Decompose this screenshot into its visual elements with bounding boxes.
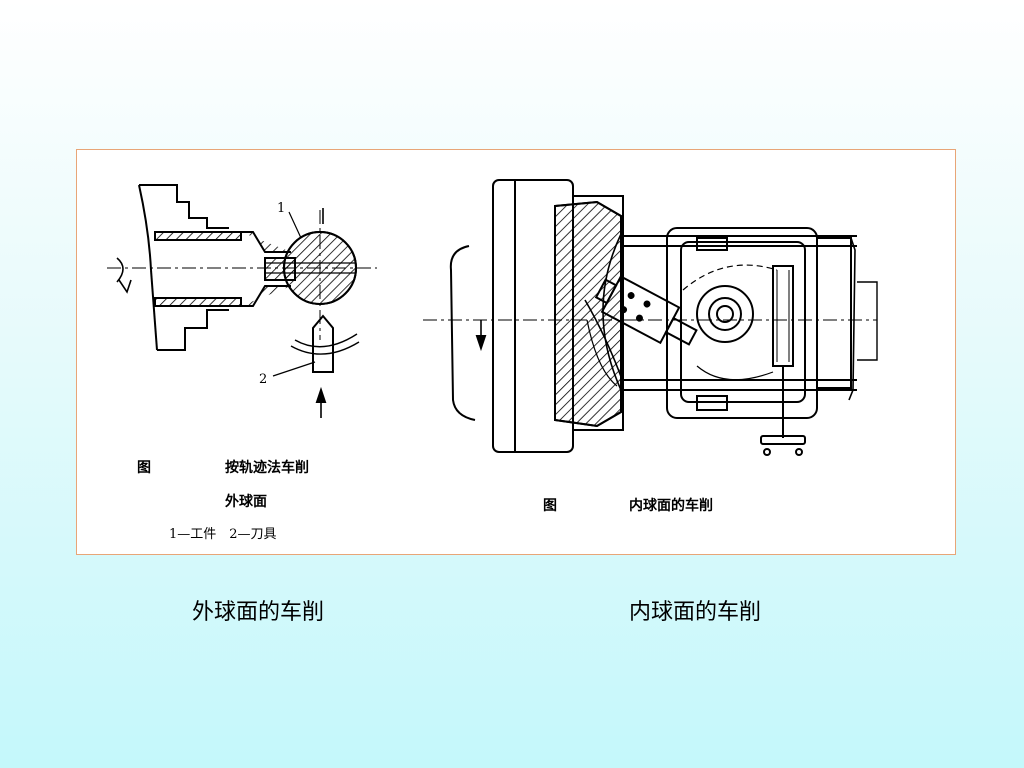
callout-1-label: 1 <box>277 201 285 216</box>
callout-2-label: 2 <box>259 372 267 387</box>
technical-drawing: 1 2 图 按轨迹法车削 外球面 1—工件 2—刀具 <box>107 179 878 542</box>
caption-inner-sphere: 内球面的车削 <box>629 600 762 625</box>
inner-sphere-diagram <box>423 179 878 456</box>
outer-sphere-diagram <box>107 184 377 418</box>
left-fig-prefix: 图 <box>137 460 151 476</box>
right-fig-title: 内球面的车削 <box>629 497 713 514</box>
right-fig-prefix: 图 <box>543 498 557 514</box>
caption-outer-sphere: 外球面的车削 <box>192 600 325 625</box>
figure-panel: 1 2 图 按轨迹法车削 外球面 1—工件 2—刀具 <box>76 149 956 555</box>
left-fig-title-line2: 外球面 <box>225 493 267 510</box>
left-fig-title-line1: 按轨迹法车削 <box>225 459 309 476</box>
left-fig-legend: 1—工件 2—刀具 <box>169 527 277 542</box>
